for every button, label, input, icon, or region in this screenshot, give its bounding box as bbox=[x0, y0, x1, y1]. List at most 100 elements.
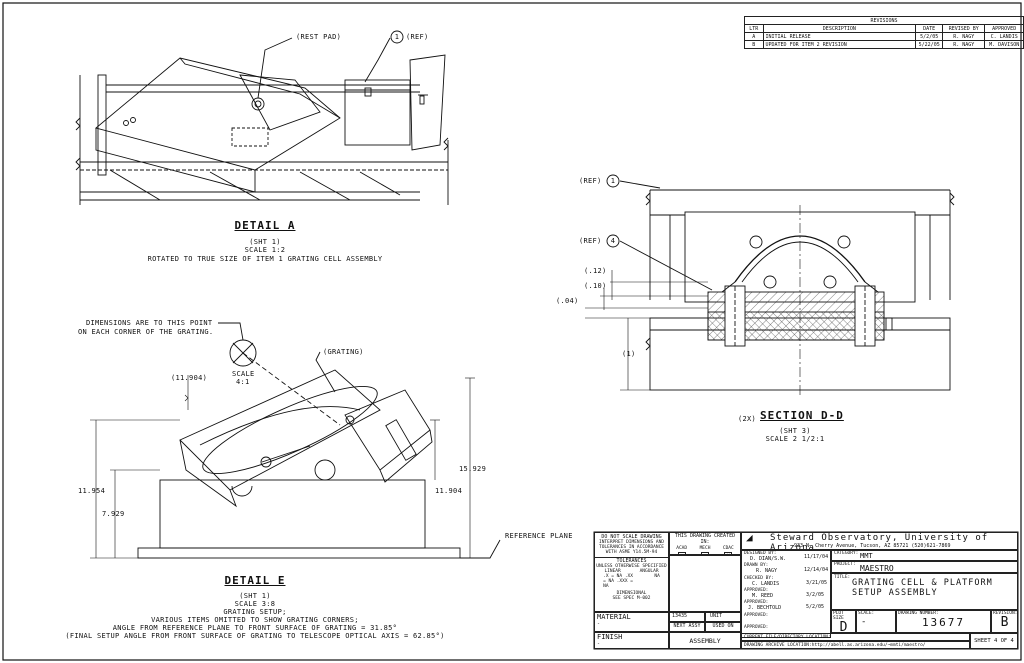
angular-value: NA bbox=[654, 574, 660, 579]
rev-header-description: DESCRIPTION bbox=[762, 24, 917, 33]
approved1-label: APPROVED: bbox=[744, 588, 769, 593]
detail-e-scale: SCALE 3:8 bbox=[234, 600, 276, 608]
table-row: A INITIAL RELEASE 5/2/05 R. NAGY C. LAND… bbox=[744, 32, 1024, 41]
designed-date: 11/17/04 bbox=[804, 554, 829, 560]
revision-cell: REVISION: B bbox=[991, 610, 1018, 633]
detail-a-scale: SCALE 1:2 bbox=[244, 246, 286, 254]
detail-a-title: DETAIL A bbox=[234, 219, 296, 232]
angular-label: ANGULAR bbox=[639, 569, 659, 574]
material-value: - bbox=[597, 621, 601, 627]
assembly-grid bbox=[669, 555, 741, 612]
used-on-label: USED ON bbox=[705, 622, 741, 632]
next-assy-label: NEXT ASSY bbox=[669, 622, 705, 632]
current-file-label: CURRENT FILE/DIRECTORY LOCATION: bbox=[744, 635, 831, 640]
part-number: 13435 bbox=[669, 612, 705, 622]
section-sheet: (SHT 3) bbox=[779, 427, 811, 435]
detail-e-title: DETAIL E bbox=[224, 574, 286, 587]
approved1-date: 3/2/05 bbox=[806, 592, 825, 598]
dimensional-label: DIMENSIONAL bbox=[616, 591, 647, 596]
unless-specified: UNLESS OTHERWISE SPECIFIED bbox=[596, 564, 667, 569]
unit-label: UNIT bbox=[705, 612, 741, 622]
linear-values: .X = NA .XX = NA .XXX = NA bbox=[603, 574, 633, 589]
checked-by-label: CHECKED BY: bbox=[744, 576, 774, 581]
tolerances-label: TOLERANCES bbox=[595, 557, 668, 564]
section-dd-view bbox=[585, 180, 955, 395]
grating-callout: (GRATING) bbox=[323, 348, 364, 356]
dim-012: (.12) bbox=[584, 267, 607, 275]
mech-checkbox bbox=[700, 552, 709, 554]
dim-7929: 7.929 bbox=[102, 510, 125, 518]
section-ref-1: (REF) bbox=[579, 177, 602, 185]
plot-size-label: PLOT SIZE bbox=[833, 611, 844, 621]
dim-15929: 15.929 bbox=[459, 465, 487, 473]
dim-004: (.04) bbox=[556, 297, 579, 305]
tolerances-accordance: TOLERANCES IN ACCORDANCE bbox=[598, 545, 665, 550]
checked-by: C. LANDIS bbox=[752, 581, 780, 587]
see-spec: SEE SPEC M-002 bbox=[612, 596, 651, 601]
detail-e-sheet: (SHT 1) bbox=[239, 592, 271, 600]
reference-plane-label: REFERENCE PLANE bbox=[505, 532, 573, 540]
rev-header-ltr: LTR bbox=[744, 24, 764, 33]
callout-circle-detail-a bbox=[390, 30, 404, 44]
org-header: ◢ Steward Observatory, University of Ari… bbox=[741, 532, 1018, 550]
magnify-scale-label: SCALE bbox=[232, 370, 255, 378]
dim-11904: 11.904 bbox=[435, 487, 463, 495]
category-label: CATEGORY: bbox=[834, 551, 859, 556]
checked-date: 3/21/05 bbox=[806, 580, 828, 586]
material-block: MATERIAL - bbox=[594, 612, 669, 632]
scale-value: - bbox=[861, 617, 867, 627]
dim-1: (1) bbox=[622, 350, 636, 358]
plot-size-cell: PLOT SIZE D bbox=[831, 610, 856, 633]
detail-e-setup: GRATING SETUP; bbox=[223, 608, 287, 616]
org-name: Steward Observatory, University of Arizo… bbox=[770, 533, 989, 550]
rev-header-approved: APPROVED bbox=[984, 24, 1024, 33]
signatures-block: DESIGNED BY: D. DIAN/S.W. 11/17/04 DRAWN… bbox=[741, 550, 831, 638]
designed-by-label: DESIGNED BY: bbox=[744, 551, 777, 556]
cdac-label: CDAC bbox=[722, 546, 734, 551]
detail-e-line1: VARIOUS ITEMS OMITTED TO SHOW GRATING CO… bbox=[151, 616, 359, 624]
rev-cell: 5/2/05 bbox=[915, 32, 944, 41]
current-file-row: CURRENT FILE/DIRECTORY LOCATION: bbox=[741, 633, 970, 641]
org-address: 933 N. Cherry Avenue, Tucson, AZ 85721 (… bbox=[794, 543, 951, 549]
approved3-label: APPROVED: bbox=[744, 613, 769, 618]
approved2-label: APPROVED: bbox=[744, 600, 769, 605]
approved4-label: APPROVED: bbox=[744, 625, 769, 630]
drawn-by-label: DRAWN BY: bbox=[744, 563, 769, 568]
project-label: PROJECT: bbox=[834, 562, 856, 567]
detail-a-ref: (REF) bbox=[406, 33, 429, 41]
finish-label: FINISH bbox=[597, 633, 623, 641]
rev-cell: C. LANDIS bbox=[984, 32, 1024, 41]
rev-cell: M. DAVISON bbox=[984, 40, 1024, 49]
rev-cell: R. NAGY bbox=[942, 32, 986, 41]
tolerance-block: DO NOT SCALE DRAWING INTERPRET DIMENSION… bbox=[594, 532, 669, 612]
section-item-4: 4 bbox=[610, 237, 616, 245]
category-row: CATEGORY: MMT bbox=[831, 550, 1018, 561]
callout-circle-section-4 bbox=[606, 234, 620, 248]
drawing-title-line1: GRATING CELL & PLATFORM bbox=[852, 578, 993, 588]
detail-e-line2: ANGLE FROM REFERENCE PLANE TO FRONT SURF… bbox=[112, 624, 398, 632]
mech-label: MECH bbox=[699, 546, 711, 551]
scale-cell: SCALE: - bbox=[856, 610, 896, 633]
detail-a-sheet: (SHT 1) bbox=[249, 238, 281, 246]
revisions-header-row: LTR DESCRIPTION DATE REVISED BY APPROVED bbox=[744, 24, 1024, 33]
revisions-title: REVISIONS bbox=[744, 16, 1024, 25]
revision-value: B bbox=[1000, 615, 1009, 630]
detail-a-view bbox=[75, 37, 449, 205]
finish-value: - bbox=[597, 641, 601, 647]
drawing-number: 13677 bbox=[921, 616, 966, 629]
rev-header-revised-by: REVISED BY bbox=[942, 24, 986, 33]
drawing-number-label: DRAWING NUMBER: bbox=[898, 611, 939, 616]
detail-e-note-line1: DIMENSIONS ARE TO THIS POINT bbox=[86, 319, 213, 327]
plot-size-value: D bbox=[839, 620, 848, 633]
section-item-1: 1 bbox=[610, 177, 616, 185]
magnify-scale-value: 4:1 bbox=[236, 378, 250, 386]
category-value: MMT bbox=[860, 552, 873, 560]
dim-010: (.10) bbox=[584, 282, 607, 290]
designed-by: D. DIAN/S.W. bbox=[750, 556, 787, 562]
drawing-number-cell: DRAWING NUMBER: 13677 bbox=[896, 610, 991, 633]
project-row: PROJECT: MAESTRO bbox=[831, 561, 1018, 573]
drawing-title-line2: SETUP ASSEMBLY bbox=[852, 588, 938, 598]
detail-a-item-number: 1 bbox=[394, 33, 400, 41]
